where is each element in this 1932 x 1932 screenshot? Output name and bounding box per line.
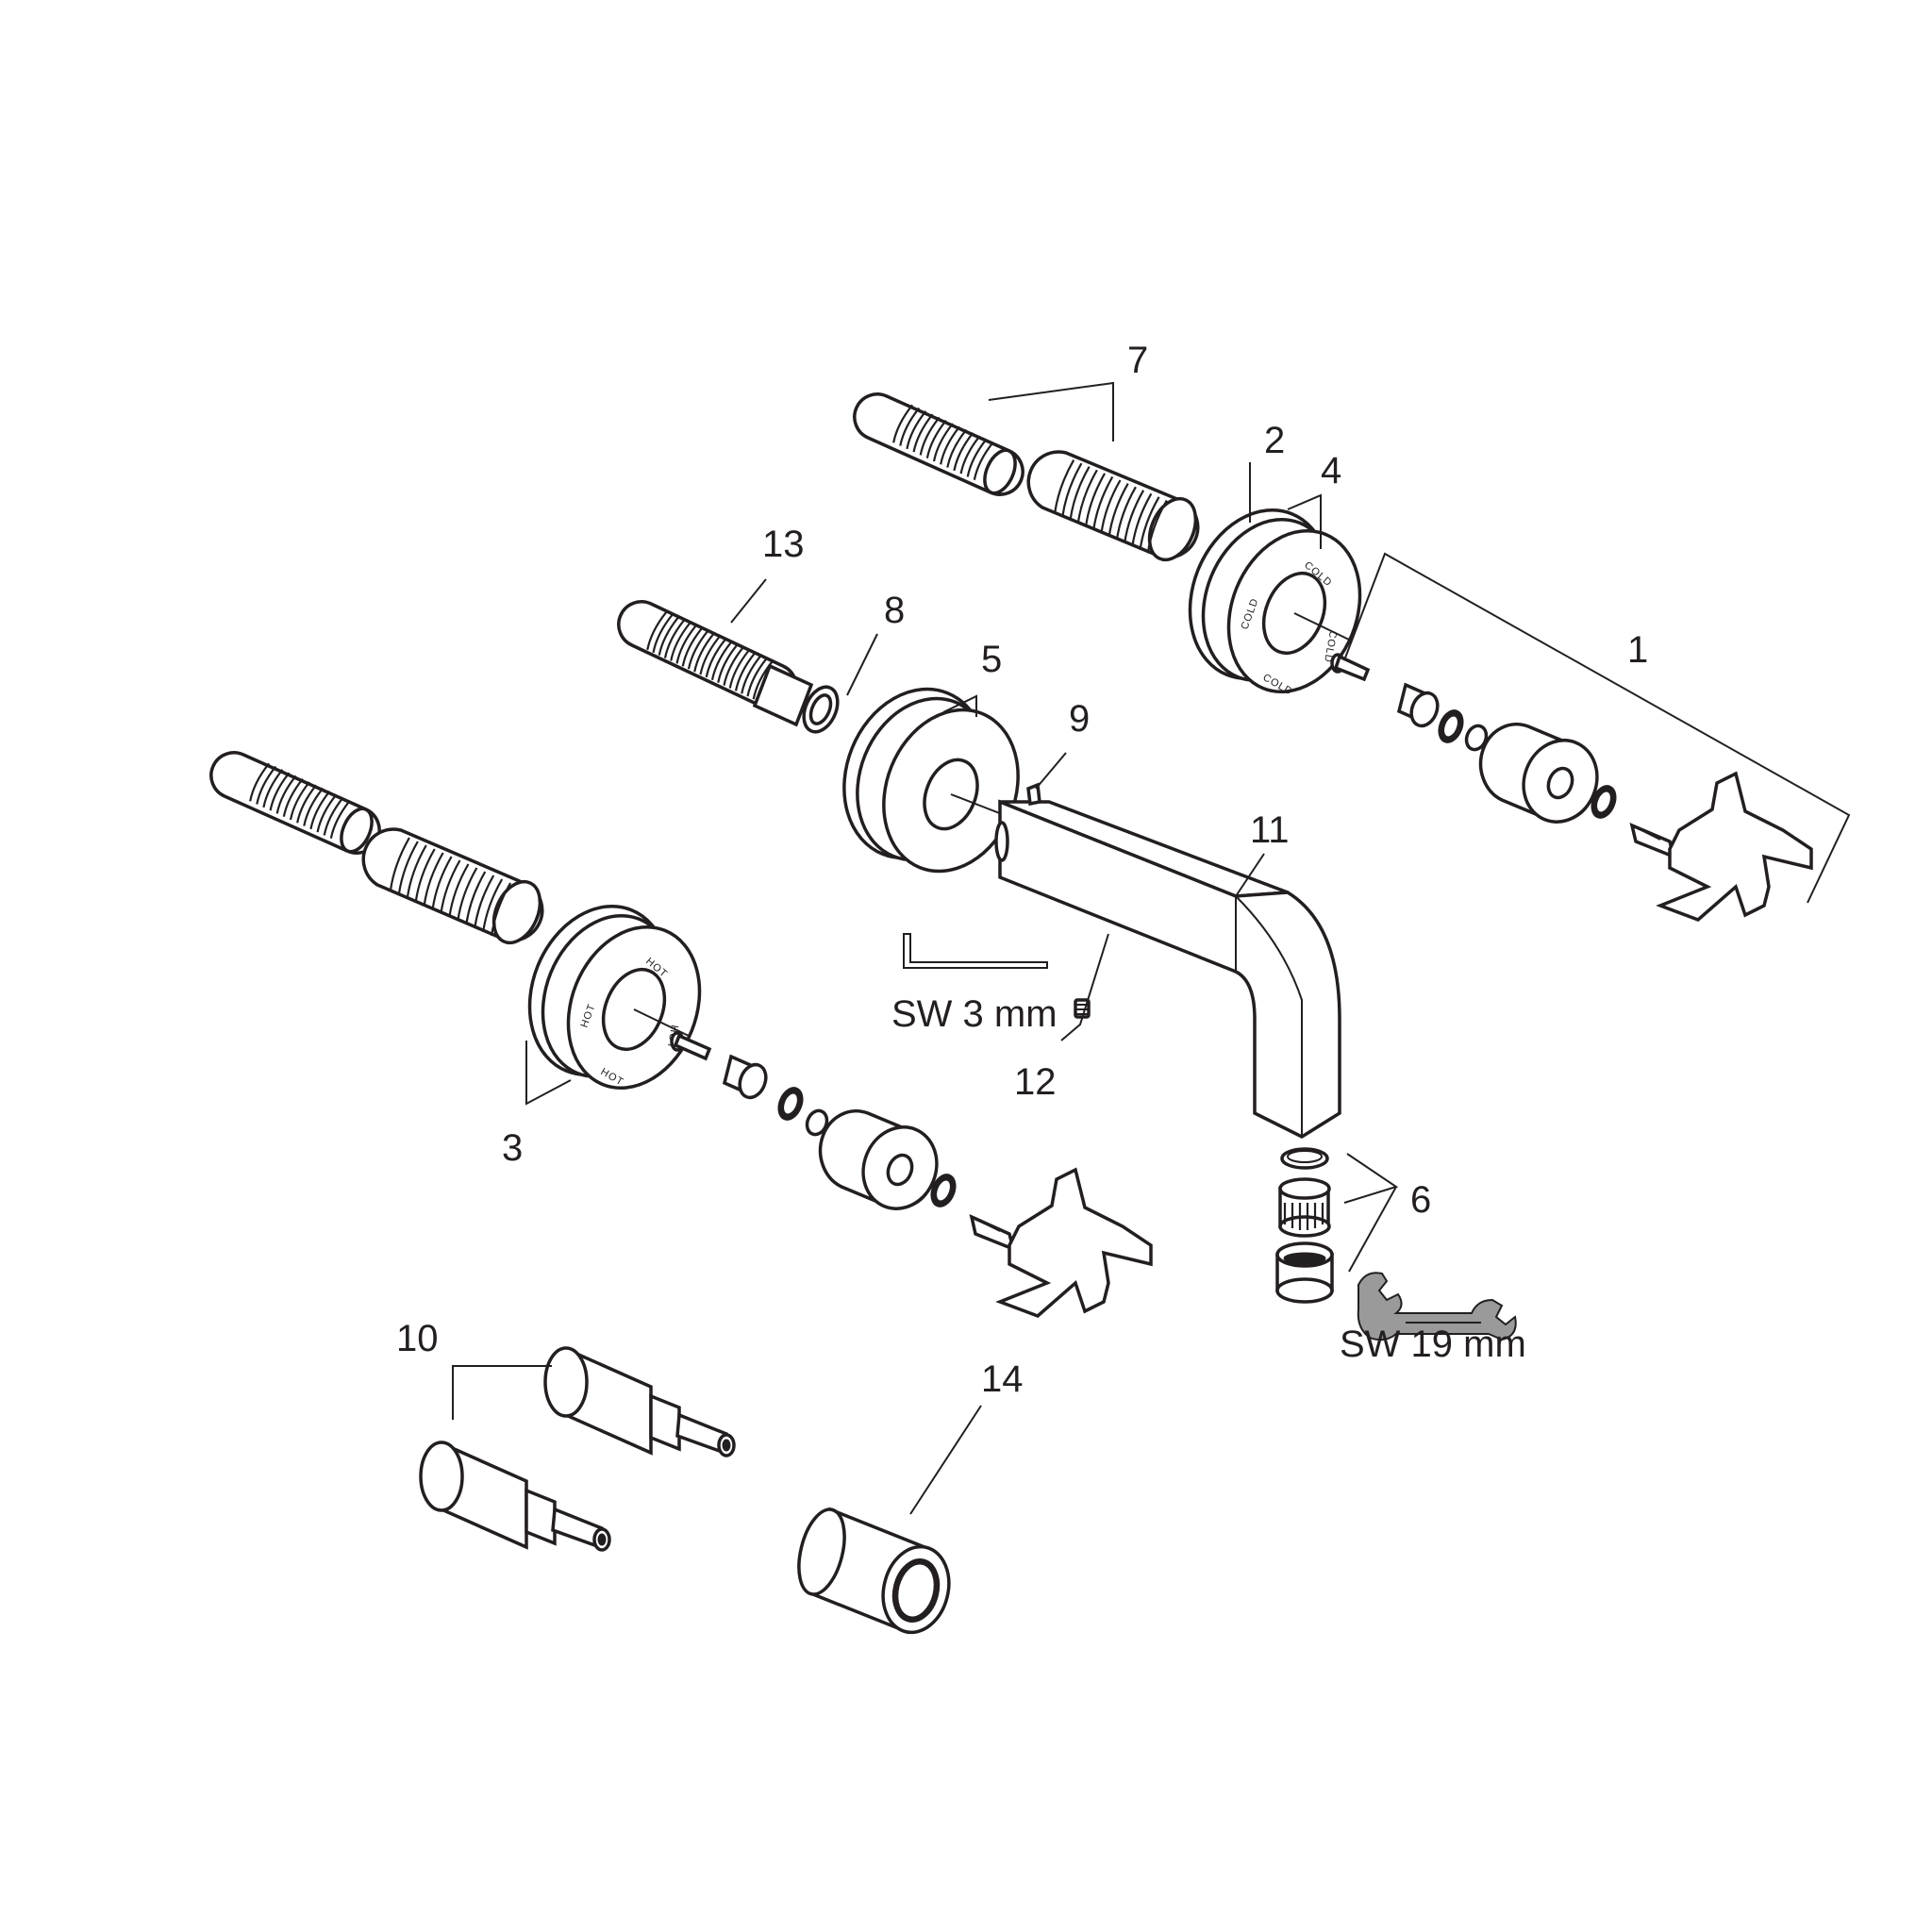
thread-ribs-large-hot	[389, 837, 512, 937]
callout-7: 7	[1127, 340, 1148, 381]
handle-sleeve-cold	[1478, 722, 1617, 824]
callout-4: 4	[1321, 450, 1341, 491]
set-screw-hot	[633, 1008, 712, 1061]
thread-ribs-small-hot	[249, 762, 351, 839]
spout-rosette	[842, 687, 1020, 874]
callout-labels: 1 2 3 4 5 6 7 8 9 10 11 12 13 14	[396, 340, 1648, 1400]
thread-ribs-small-cold	[892, 404, 994, 480]
pin	[1026, 782, 1041, 807]
extension-fitting	[797, 1507, 951, 1635]
hex-key-icon	[903, 933, 1048, 969]
callout-1: 1	[1627, 629, 1648, 671]
callout-14: 14	[981, 1358, 1024, 1400]
valve-cartridge-lower	[419, 1441, 611, 1552]
callout-3: 3	[502, 1127, 523, 1169]
spout	[994, 799, 1341, 1140]
callout-5: 5	[981, 639, 1002, 680]
hot-valve-assembly: HOT HOT HOT HOT	[209, 751, 1153, 1319]
cross-handle-hot	[969, 1167, 1153, 1319]
valve-nut-hot	[722, 1054, 829, 1137]
hex-key-size-label: SW 3 mm	[891, 993, 1058, 1035]
spout-assembly	[617, 600, 1341, 1304]
leader-lines	[452, 381, 1851, 1515]
callout-6: 6	[1410, 1179, 1431, 1221]
callout-13: 13	[762, 524, 805, 565]
thread-ribs-connection-tube	[646, 611, 774, 700]
threaded-extension-large-cold	[1026, 450, 1200, 562]
callout-2: 2	[1264, 420, 1285, 461]
aerator-set	[1275, 1147, 1334, 1304]
rosette-ring-cold: COLD COLD COLD COLD	[1188, 508, 1362, 698]
callout-12: 12	[1014, 1061, 1057, 1103]
cold-valve-assembly: COLD COLD COLD COLD	[853, 392, 1813, 923]
rosette-ring-hot: HOT HOT HOT HOT	[527, 905, 702, 1091]
cross-handle-cold	[1629, 771, 1813, 923]
callout-8: 8	[884, 590, 905, 631]
wrench-icon	[1357, 1272, 1517, 1341]
valve-cartridge-upper	[543, 1346, 736, 1457]
valve-cartridges	[419, 1346, 736, 1552]
callout-11: 11	[1250, 809, 1290, 851]
callout-10: 10	[396, 1318, 439, 1359]
thread-ribs-large-cold	[1054, 459, 1168, 554]
wrench-size-label: SW 19 mm	[1340, 1324, 1526, 1365]
handle-sleeve-hot	[818, 1108, 957, 1210]
valve-nut-cold	[1396, 682, 1489, 752]
callout-9: 9	[1069, 698, 1090, 740]
set-screw-cold	[1293, 612, 1371, 682]
